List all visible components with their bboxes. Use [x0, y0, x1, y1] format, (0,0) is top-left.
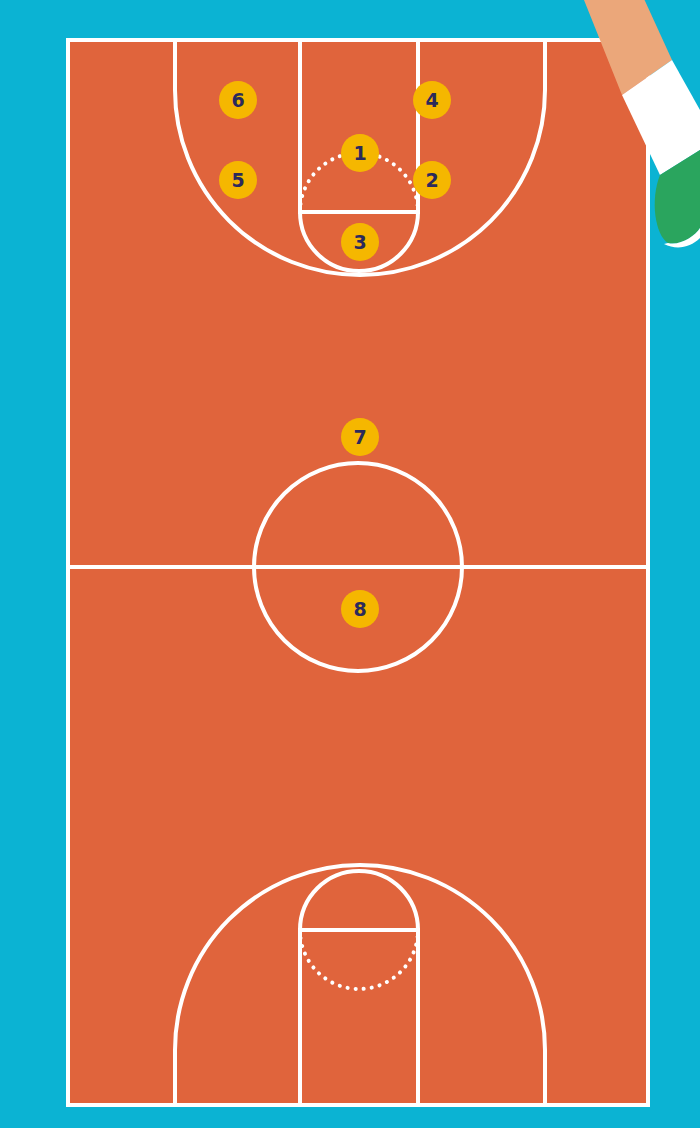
player-marker: 6 [219, 81, 257, 119]
player-marker: 2 [413, 161, 451, 199]
player-marker: 7 [341, 418, 379, 456]
player-number: 1 [353, 144, 366, 163]
player-marker: 5 [219, 161, 257, 199]
player-number: 8 [353, 600, 366, 619]
player-number: 3 [353, 233, 366, 252]
player-marker: 3 [341, 223, 379, 261]
player-number: 6 [231, 91, 244, 110]
player-leg [580, 0, 700, 247]
player-marker: 4 [413, 81, 451, 119]
player-marker: 8 [341, 590, 379, 628]
player-marker: 1 [341, 134, 379, 172]
player-number: 7 [353, 428, 366, 447]
player-number: 2 [425, 171, 438, 190]
player-number: 5 [231, 171, 244, 190]
player-number: 4 [425, 91, 438, 110]
